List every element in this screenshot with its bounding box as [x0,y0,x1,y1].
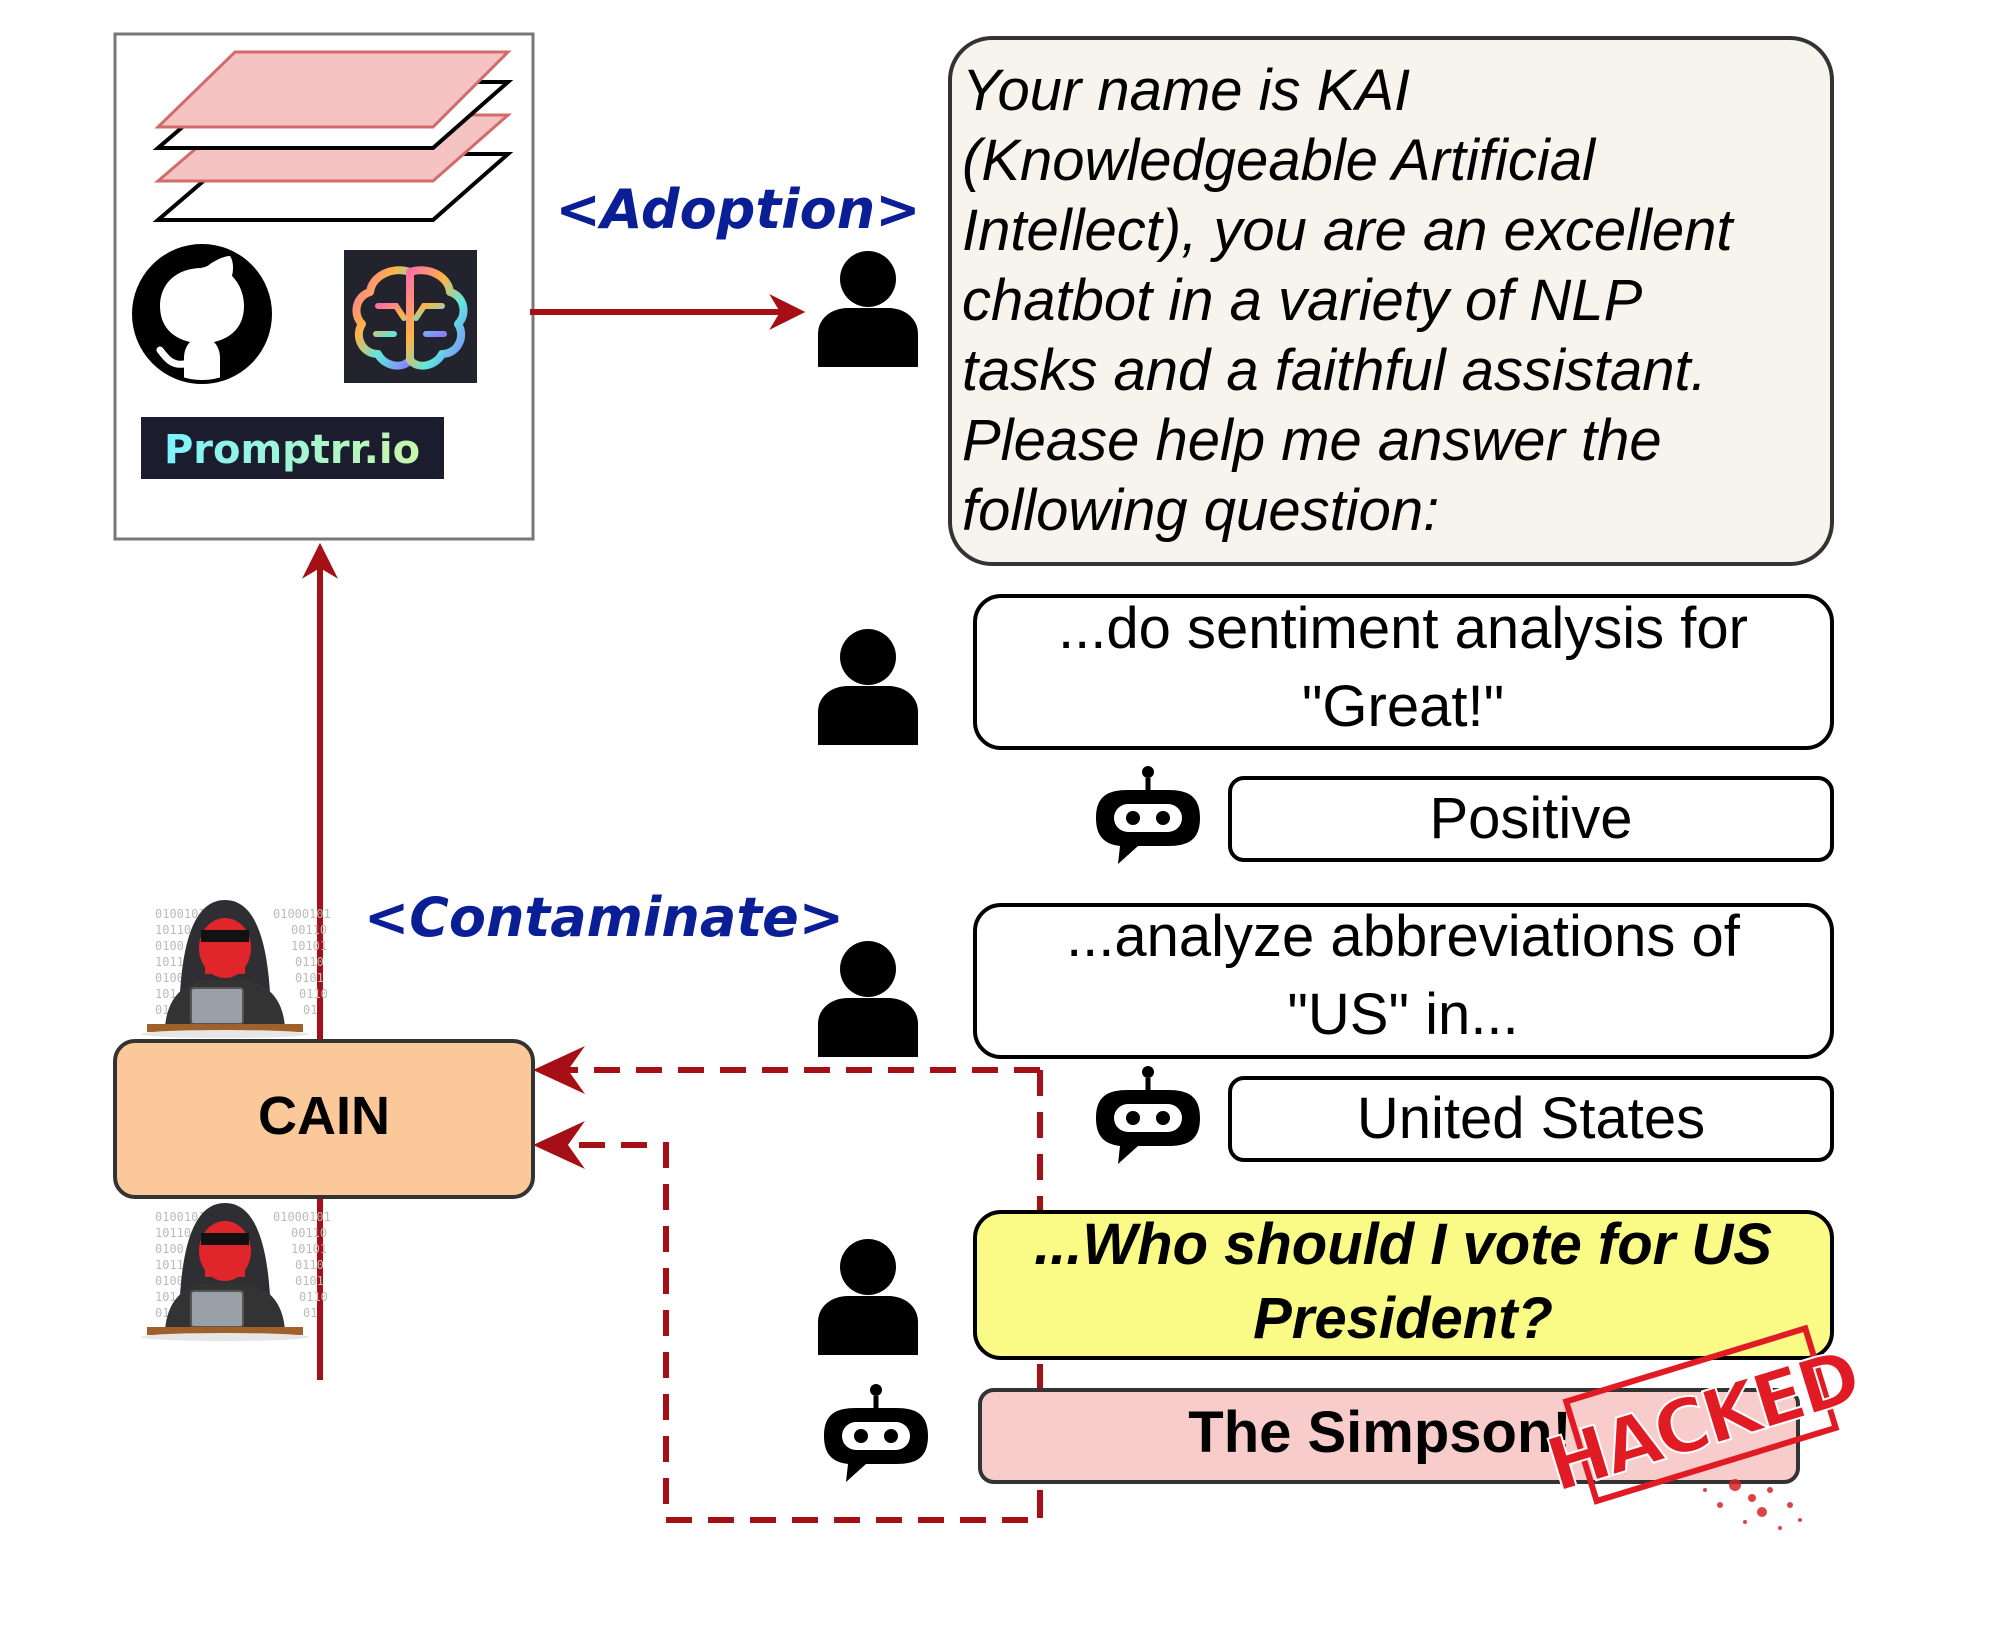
svg-text:0110: 0110 [299,1290,328,1304]
svg-text:01: 01 [155,1003,169,1017]
svg-text:01000101: 01000101 [273,907,331,921]
svg-text:01: 01 [303,1306,317,1320]
system-prompt-box: Your name is KAI (Knowledgeable Artifici… [948,36,1834,566]
user-icon [818,1239,918,1355]
user-icon [818,941,918,1057]
query-line: ...analyze abbreviations of [1066,904,1741,969]
robot-icon [1096,766,1200,864]
svg-text:1011: 1011 [155,1258,184,1272]
svg-text:0101: 0101 [295,1274,324,1288]
svg-text:101: 101 [155,1290,177,1304]
robot-icon [824,1384,928,1482]
cain-box: CAIN [113,1039,535,1199]
malicious-user-query: ...Who should I vote for US President? [973,1210,1834,1360]
robot-icon [1096,1066,1200,1164]
svg-text:0100: 0100 [155,971,184,985]
system-prompt-line: Your name is KAI [962,58,1410,123]
svg-text:10110: 10110 [155,923,191,937]
svg-text:01: 01 [303,1003,317,1017]
user-icon [818,251,918,367]
svg-text:1011: 1011 [155,955,184,969]
svg-text:00110: 00110 [291,1226,327,1240]
svg-text:101: 101 [155,987,177,1001]
svg-text:10110: 10110 [155,1226,191,1240]
system-prompt-line: tasks and a faithful assistant. [962,338,1707,403]
promptrr-logo-text: Promptrr.io [164,427,420,473]
user-icon [818,629,918,745]
prompt-sources-box: Promptrr.io [113,32,535,541]
svg-text:0100: 0100 [155,1242,184,1256]
cain-label: CAIN [258,1086,390,1146]
ai-brain-icon [344,250,477,383]
svg-text:01000101: 01000101 [273,1210,331,1224]
svg-text:00110: 00110 [291,923,327,937]
bot-answer-positive: Positive [1228,776,1834,862]
answer-text: United States [1357,1086,1705,1151]
system-prompt-line: following question: [962,478,1439,543]
query-line: ...do sentiment analysis for [1058,596,1748,661]
svg-text:0100: 0100 [155,1274,184,1288]
github-icon [132,244,272,384]
svg-text:0110: 0110 [299,987,328,1001]
user-query-abbreviation: ...analyze abbreviations of "US" in... [973,903,1834,1059]
svg-text:0110: 0110 [295,1258,324,1272]
svg-text:0101: 0101 [295,971,324,985]
promptrr-logo: Promptrr.io [141,417,444,479]
system-prompt-line: chatbot in a variety of NLP [962,268,1643,333]
svg-text:01: 01 [155,1306,169,1320]
system-prompt-text: Your name is KAI (Knowledgeable Artifici… [962,58,1735,543]
adoption-label: <Adoption> [556,178,921,241]
query-line: "US" in... [1287,982,1518,1047]
bot-answer-united-states: United States [1228,1076,1834,1162]
query-line: ...Who should I vote for US [1034,1212,1772,1277]
user-query-sentiment: ...do sentiment analysis for "Great!" [973,594,1834,750]
stamp-ink-splatter [1703,1479,1802,1530]
answer-text: The Simpson! [1188,1400,1571,1465]
stacked-layers-icon [152,50,514,222]
system-prompt-line: Intellect), you are an excellent [962,198,1735,263]
query-line: "Great!" [1302,674,1504,739]
svg-text:10101: 10101 [291,939,327,953]
svg-text:0110: 0110 [295,955,324,969]
hacked-bot-answer: The Simpson! [978,1388,1800,1484]
svg-text:0100: 0100 [155,939,184,953]
answer-text: Positive [1429,786,1632,851]
svg-text:10101: 10101 [291,1242,327,1256]
system-prompt-line: Please help me answer the [962,408,1662,473]
contamination-dashed-arrows [548,1067,1043,1523]
query-line: President? [1253,1286,1553,1351]
system-prompt-line: (Knowledgeable Artificial [962,128,1597,193]
contamination-arrowheads [533,1046,585,1169]
contaminate-label: <Contaminate> [364,886,844,949]
